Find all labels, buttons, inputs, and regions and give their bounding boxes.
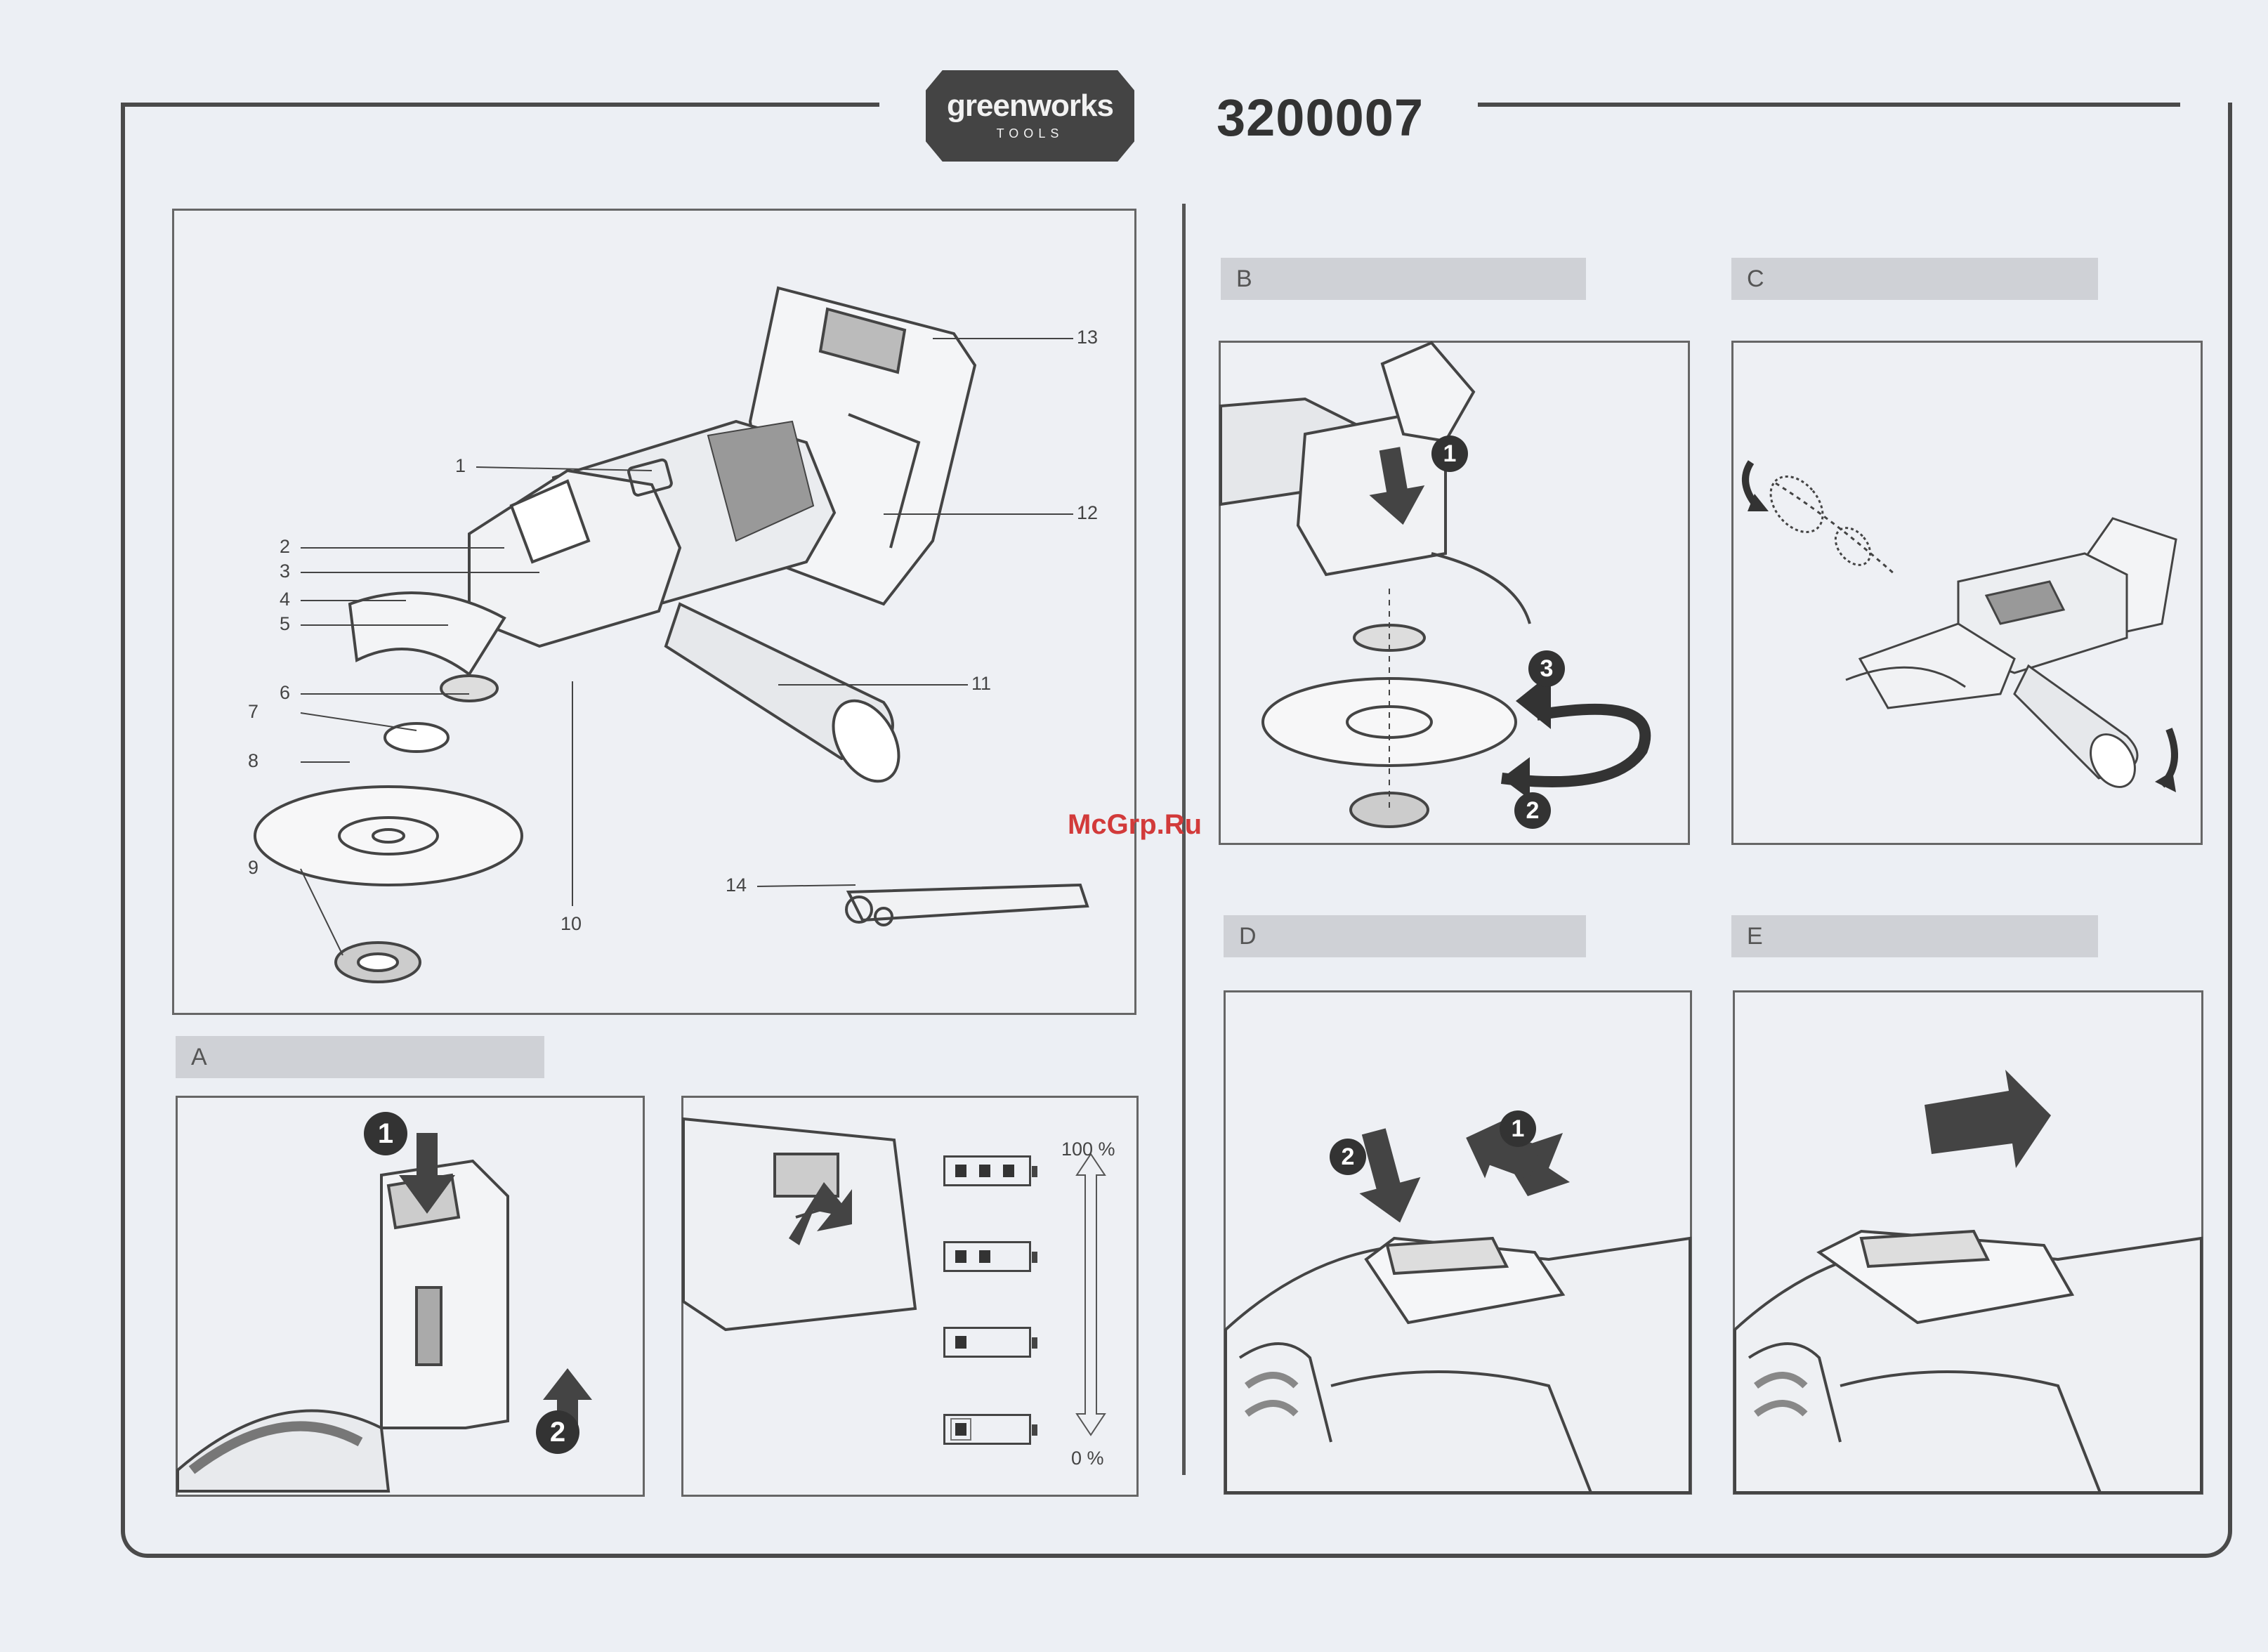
callout-12: 12 [1077,502,1098,524]
callout-9: 9 [248,857,258,879]
switch-off-illustration [1735,992,2201,1493]
watermark: McGrp.Ru [1068,809,1202,841]
step-badge-d1: 1 [1500,1110,1536,1147]
model-number: 3200007 [1217,88,1424,148]
panel-d-switch-on: 1 2 [1224,990,1692,1495]
section-header-d: D [1224,915,1586,957]
callout-1: 1 [455,455,466,477]
battery-level-0-blinking [943,1414,1031,1445]
step-badge-b2: 2 [1514,792,1551,829]
callout-3: 3 [280,560,290,582]
panel-e-switch-off [1733,990,2203,1495]
callout-13: 13 [1077,327,1098,348]
disc-mount-illustration [1221,343,1688,843]
callout-6: 6 [280,682,290,704]
brand-sub: TOOLS [926,126,1134,141]
battery-level-1 [943,1327,1031,1358]
panel-a-charge-indicator: 100 % 0 % [681,1096,1139,1497]
step-badge-a2: 2 [536,1410,579,1454]
gauge-max-label: 100 % [1061,1139,1115,1160]
section-header-e: E [1731,915,2098,957]
section-header-b: B [1221,258,1586,300]
callout-14: 14 [726,874,747,896]
handle-attach-illustration [1733,343,2201,843]
callout-5: 5 [280,613,290,635]
step-badge-b1: 1 [1431,435,1468,472]
brand-name: greenworks [926,88,1134,124]
overview-panel: 1 2 3 4 5 6 7 8 9 10 11 12 13 14 [172,209,1136,1015]
angle-grinder-exploded-diagram [174,211,1134,1013]
battery-level-2 [943,1241,1031,1272]
callout-8: 8 [248,750,258,772]
panel-a-battery-insert: 1 2 [176,1096,645,1497]
gauge-min-label: 0 % [1071,1448,1104,1469]
callout-10: 10 [561,913,582,935]
callout-4: 4 [280,589,290,610]
battery-level-3 [943,1155,1031,1186]
section-header-a: A [176,1036,544,1078]
step-badge-d2: 2 [1330,1139,1366,1175]
callout-2: 2 [280,536,290,558]
callout-7: 7 [248,701,258,723]
switch-on-illustration [1226,992,1690,1493]
callout-11: 11 [971,673,991,695]
section-header-c: C [1731,258,2098,300]
step-badge-b3: 3 [1528,650,1565,687]
panel-b-disc-mount: 1 2 3 [1219,341,1690,845]
panel-c-handle-attach [1731,341,2203,845]
brand-logo: greenworks TOOLS [926,70,1134,162]
step-badge-a1: 1 [364,1112,407,1155]
